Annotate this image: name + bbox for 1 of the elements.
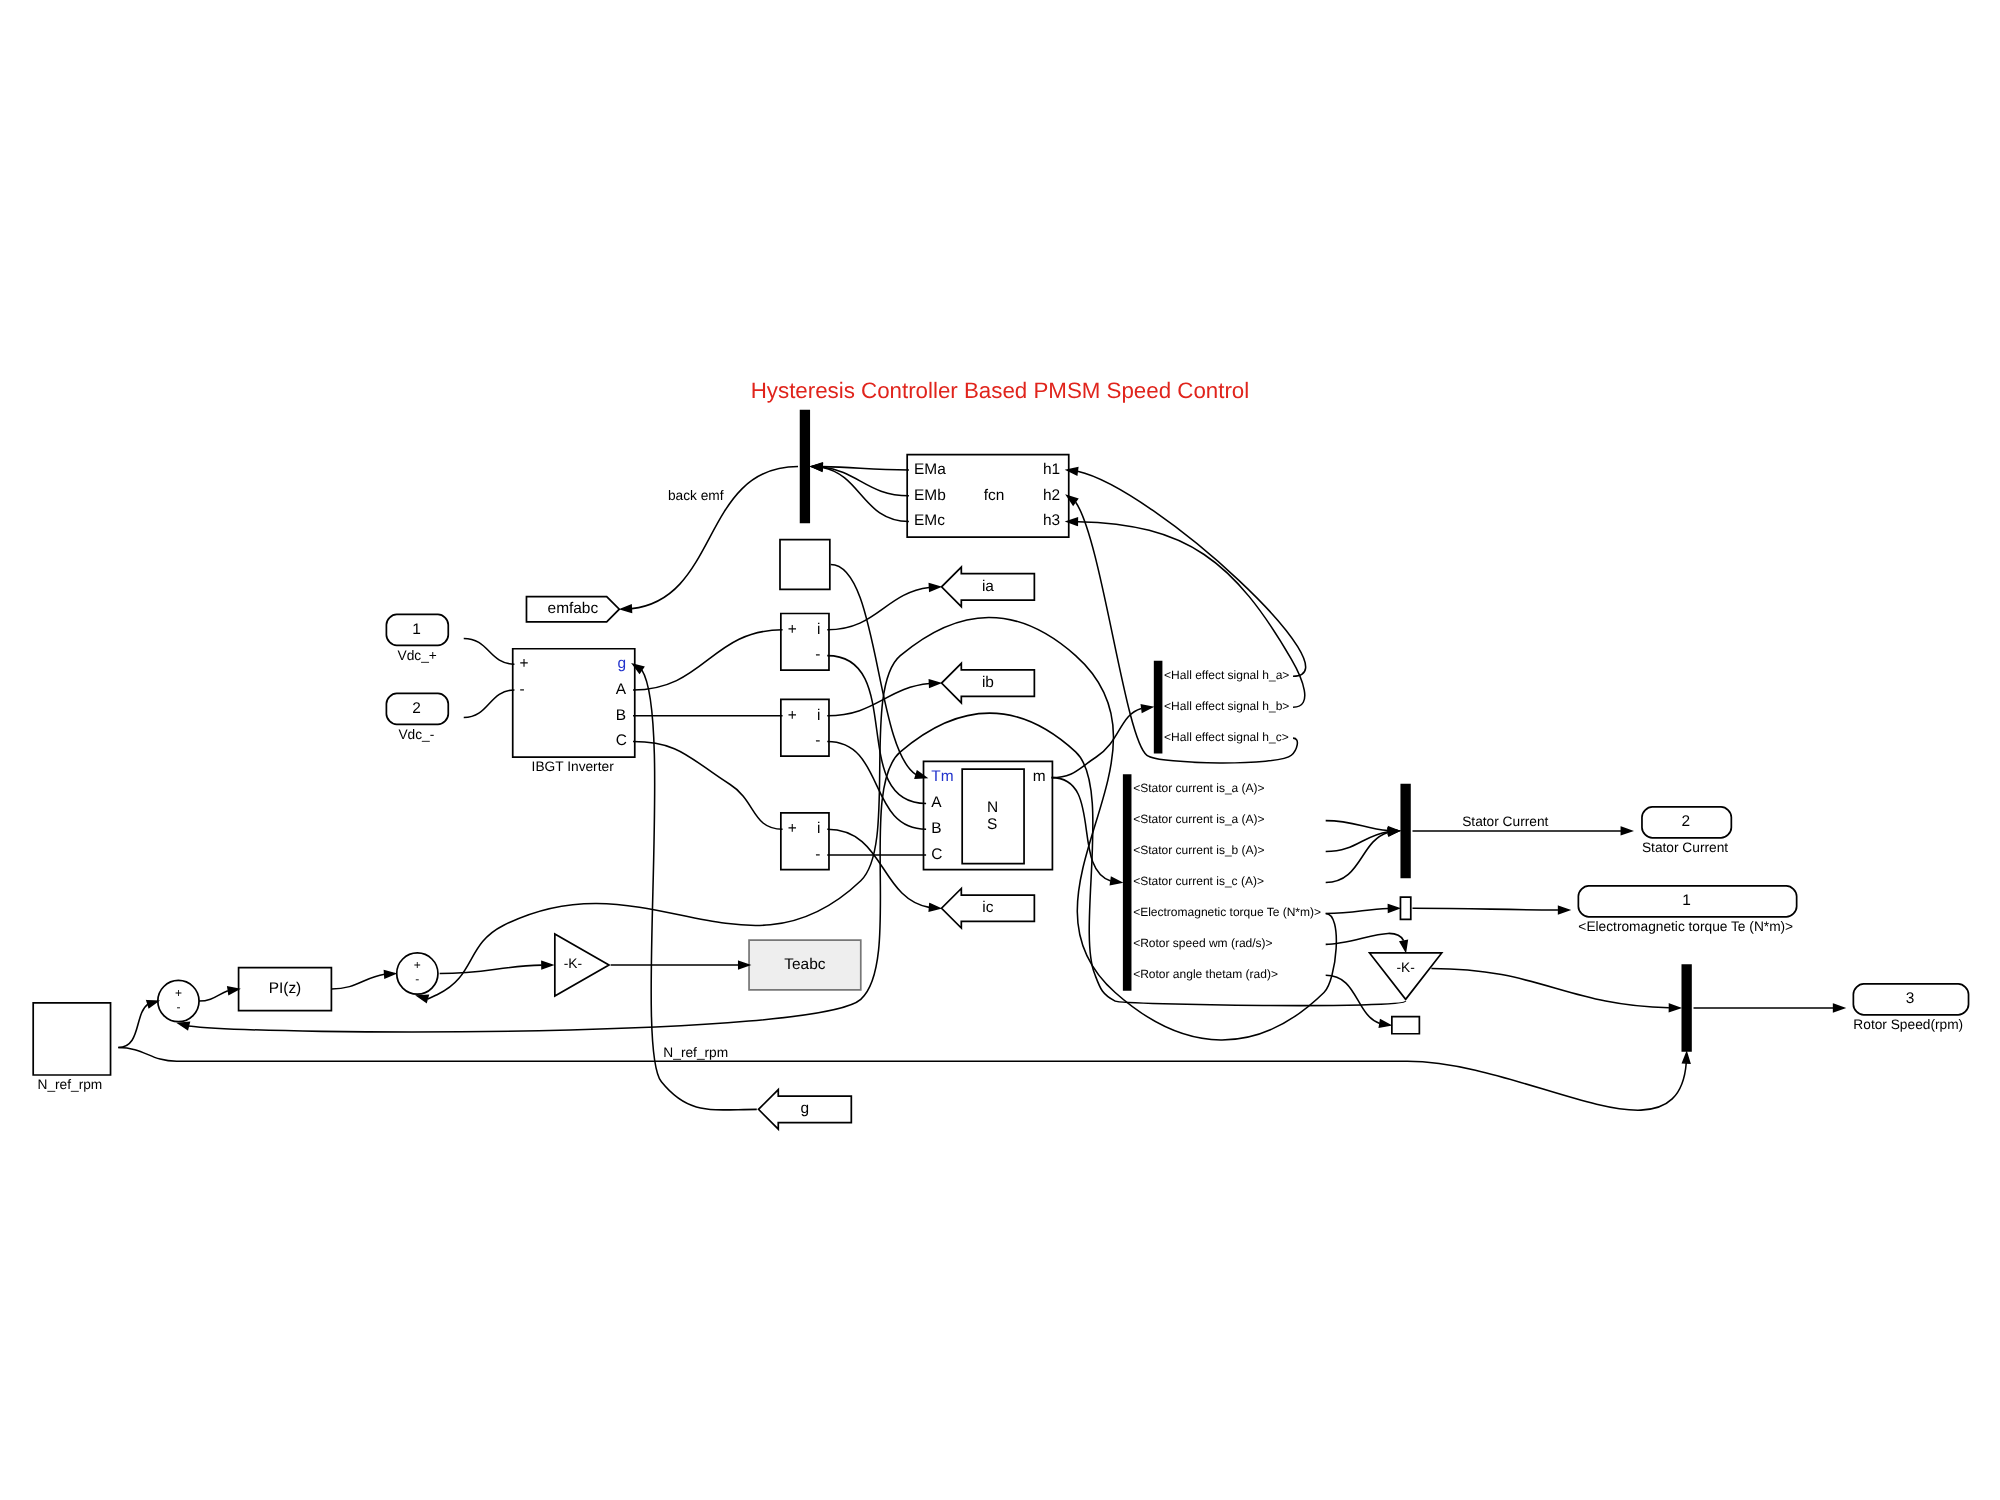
diagram-title: Hysteresis Controller Based PMSM Speed Control [750,378,1250,403]
